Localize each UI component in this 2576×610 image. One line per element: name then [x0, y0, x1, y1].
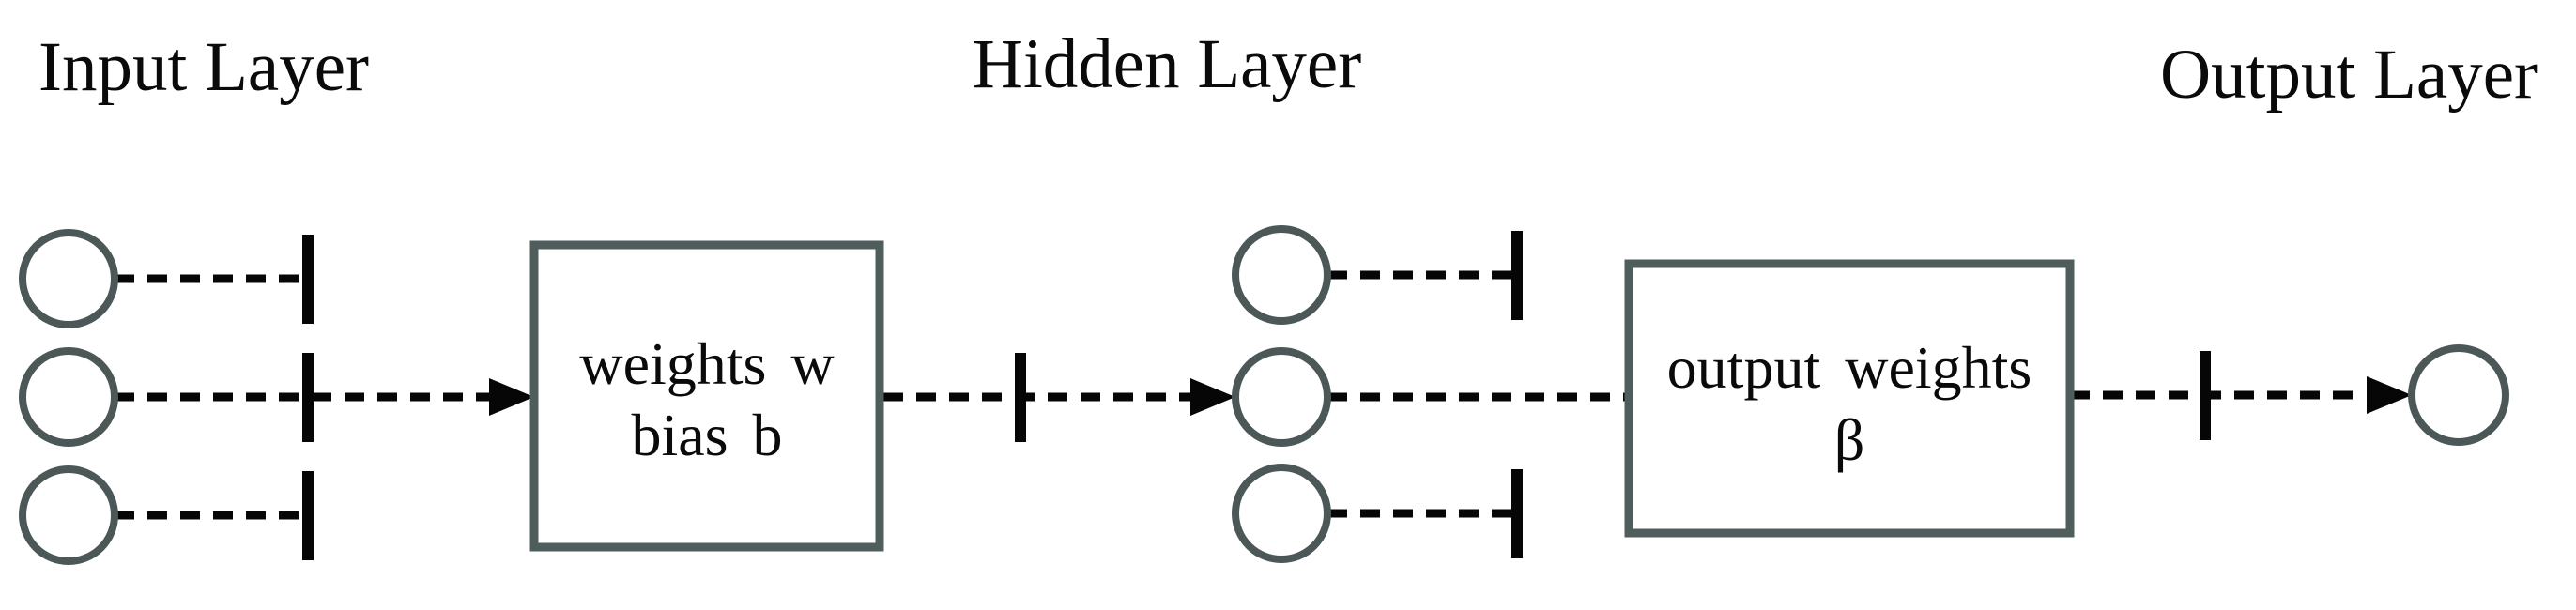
weight-boxes: [529, 240, 2075, 552]
output-weights-label-line2: β: [1834, 406, 1865, 473]
output-bar: [2200, 351, 2211, 440]
hidden-bottom-bar: [1511, 469, 1523, 558]
input-node-1: [19, 229, 118, 328]
arrowheads: [489, 376, 2412, 416]
input-bottom-bar: [302, 471, 314, 560]
hidden-layer-title: Hidden Layer: [973, 25, 1361, 103]
layer-titles: Input Layer Hidden Layer Output Layer: [38, 25, 2538, 114]
input-weights-box: [529, 240, 884, 552]
hidden-node-1: [1232, 225, 1331, 325]
input-node-3: [19, 465, 118, 565]
terminator-bars: [302, 231, 2211, 560]
hidden-layer-nodes: [1232, 225, 1331, 563]
box-labels: weights w bias b output weights β: [579, 330, 2032, 473]
arrow-head-into-output-node-icon: [2367, 376, 2412, 414]
connectors: [115, 270, 2365, 520]
arrow-head-into-hidden-node-icon: [1190, 378, 1235, 416]
input-weights-label-line1: weights w: [579, 330, 834, 397]
output-weights-box: [1624, 259, 2075, 538]
output-layer-title: Output Layer: [2160, 36, 2538, 114]
arrow-head-into-weights-box-icon: [489, 378, 534, 416]
output-layer-nodes: [2408, 344, 2509, 446]
input-weights-label-line2: bias b: [631, 402, 782, 468]
output-node: [2408, 344, 2509, 446]
input-middle-bar: [302, 353, 314, 442]
input-node-2: [19, 347, 118, 447]
hidden-top-bar: [1511, 231, 1523, 320]
hidden-node-2: [1232, 347, 1331, 447]
input-layer-nodes: [19, 229, 118, 565]
hidden-node-3: [1232, 464, 1331, 563]
input-top-bar: [302, 235, 314, 324]
output-weights-label-line1: output weights: [1667, 334, 2032, 401]
weights-output-bar: [1015, 353, 1026, 442]
input-layer-title: Input Layer: [38, 28, 369, 106]
